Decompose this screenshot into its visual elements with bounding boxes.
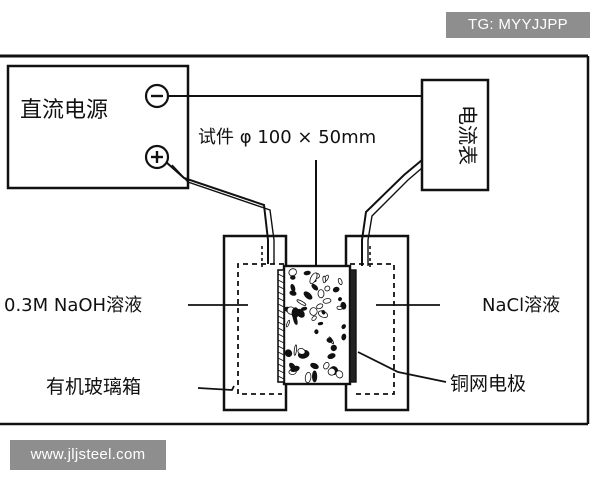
mesh-hatch bbox=[277, 357, 285, 362]
right-copper-mesh-electrode bbox=[349, 269, 357, 383]
aggregate-particle bbox=[310, 362, 319, 370]
mesh-hatch bbox=[277, 369, 285, 374]
aggregate-particle bbox=[296, 299, 307, 306]
copper-mesh-electrode-label: 铜网电极 bbox=[450, 373, 526, 395]
mesh-hatch bbox=[277, 315, 285, 320]
mesh-hatch bbox=[277, 303, 285, 308]
mesh-hatch bbox=[277, 279, 285, 284]
naoh-solution-label: 0.3M NaOH溶液 bbox=[4, 295, 142, 316]
watermark-bottom: www.jljsteel.com bbox=[10, 440, 166, 470]
aggregate-particle bbox=[322, 298, 332, 304]
mesh-hatch bbox=[277, 339, 285, 344]
aggregate-particle bbox=[316, 303, 324, 310]
aggregate-particle bbox=[300, 306, 308, 311]
aggregate-particle bbox=[317, 289, 325, 299]
mesh-hatch bbox=[277, 333, 285, 338]
nacl-solution-label: NaCl溶液 bbox=[482, 295, 560, 316]
ammeter-box bbox=[420, 78, 490, 192]
mesh-hatch bbox=[277, 321, 285, 326]
aggregate-particle bbox=[290, 275, 296, 280]
aggregate-particle bbox=[327, 367, 336, 376]
watermark-top: TG: MYYJJPP bbox=[446, 12, 590, 38]
mesh-hatch bbox=[277, 285, 285, 290]
right-nacl-chamber bbox=[350, 263, 395, 395]
left-plexiglass-cell bbox=[222, 234, 288, 412]
aggregate-particle bbox=[317, 321, 324, 326]
aggregate-particle bbox=[322, 275, 326, 284]
aggregate-particle bbox=[336, 305, 343, 311]
mesh-hatch bbox=[277, 291, 285, 296]
aggregate-particle bbox=[291, 307, 299, 319]
aggregate-particle bbox=[327, 353, 336, 360]
aggregate-particle bbox=[285, 319, 291, 328]
specimen-label: 试件 φ 100 × 50mm bbox=[198, 127, 376, 148]
aggregate-particle bbox=[314, 329, 319, 335]
wire-positive-to-left-electrode bbox=[165, 161, 269, 264]
plexiglass-box-label: 有机玻璃箱 bbox=[46, 376, 141, 398]
aggregate-particle bbox=[337, 277, 343, 286]
mesh-hatch bbox=[277, 327, 285, 332]
mesh-hatch bbox=[277, 351, 285, 356]
wire-ammeter-to-right-electrode bbox=[361, 159, 423, 266]
aggregate-particle bbox=[326, 337, 333, 343]
mesh-hatch bbox=[277, 375, 285, 380]
aggregate-particle bbox=[290, 365, 300, 373]
aggregate-particle bbox=[304, 371, 312, 384]
mesh-hatch bbox=[277, 309, 285, 314]
aggregate-particle bbox=[321, 310, 326, 315]
ammeter-label: 电流表 bbox=[456, 105, 480, 165]
dc-power-supply-box bbox=[6, 64, 190, 190]
left-copper-mesh-electrode bbox=[277, 269, 285, 383]
aggregate-particle bbox=[309, 272, 318, 285]
aggregate-particle bbox=[288, 268, 297, 277]
left-naoh-chamber bbox=[237, 263, 284, 395]
aggregate-particle bbox=[323, 362, 330, 370]
aggregate-particle bbox=[332, 286, 340, 293]
mesh-hatch bbox=[277, 363, 285, 368]
aggregate-particle bbox=[324, 285, 331, 292]
aggregate-particle bbox=[338, 297, 342, 302]
mesh-hatch bbox=[277, 345, 285, 350]
aggregate-particle bbox=[303, 270, 311, 276]
aggregate-particle bbox=[303, 291, 313, 300]
aggregate-particle bbox=[311, 315, 317, 321]
specimen-aggregate-texture bbox=[284, 268, 347, 384]
aggregate-particle bbox=[293, 344, 298, 356]
mesh-hatch bbox=[277, 273, 285, 278]
aggregate-particle bbox=[335, 370, 344, 379]
plexiglass-pointer-line bbox=[197, 385, 235, 391]
aggregate-particle bbox=[297, 348, 306, 355]
aggregate-particle bbox=[309, 307, 318, 316]
aggregate-particle bbox=[284, 349, 293, 358]
mesh-hatch bbox=[277, 297, 285, 302]
aggregate-particle bbox=[311, 283, 319, 291]
copper-mesh-pointer-line bbox=[357, 351, 447, 383]
aggregate-particle bbox=[312, 370, 318, 383]
aggregate-particle bbox=[341, 324, 346, 330]
aggregate-particle bbox=[341, 333, 347, 341]
aggregate-particle bbox=[289, 290, 297, 296]
aggregate-particle bbox=[330, 344, 337, 352]
power-supply-label: 直流电源 bbox=[20, 98, 108, 123]
